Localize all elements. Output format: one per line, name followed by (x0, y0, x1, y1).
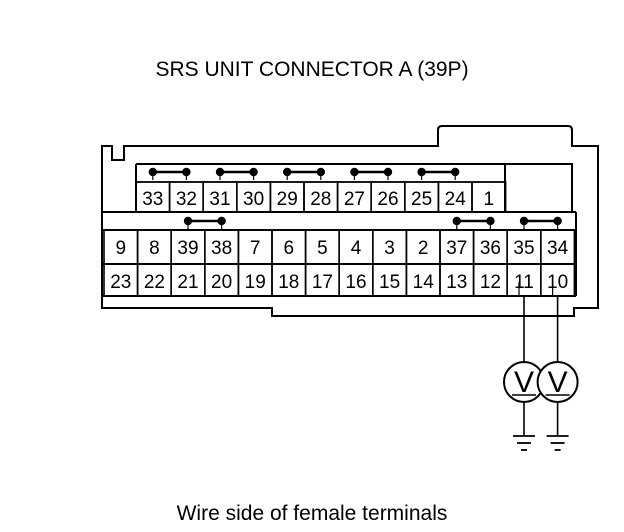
terminal-label-36: 36 (480, 238, 501, 259)
terminal-label-4: 4 (351, 238, 362, 259)
terminal-label-19: 19 (245, 272, 266, 293)
terminal-label-34: 34 (547, 238, 569, 259)
terminal-label-17: 17 (312, 272, 333, 293)
terminal-label-1: 1 (484, 189, 495, 210)
terminal-label-30: 30 (243, 189, 264, 210)
terminal-label-32: 32 (176, 189, 197, 210)
terminal-label-22: 22 (144, 272, 165, 293)
terminal-label-26: 26 (377, 189, 398, 210)
terminal-label-3: 3 (384, 238, 395, 259)
terminal-label-28: 28 (310, 189, 331, 210)
terminal-label-24: 24 (445, 189, 467, 210)
terminal-label-38: 38 (211, 238, 232, 259)
voltmeter-symbol: V (548, 366, 568, 399)
terminal-label-18: 18 (278, 272, 299, 293)
terminal-label-6: 6 (284, 238, 295, 259)
terminal-label-29: 29 (277, 189, 298, 210)
terminal-label-14: 14 (413, 272, 435, 293)
diagram-caption: Wire side of female terminals (176, 502, 448, 525)
terminal-label-35: 35 (513, 238, 534, 259)
terminal-label-27: 27 (344, 189, 365, 210)
terminal-label-5: 5 (317, 238, 328, 259)
terminal-label-8: 8 (149, 238, 160, 259)
terminal-label-11: 11 (514, 272, 534, 293)
terminal-label-13: 13 (446, 272, 467, 293)
terminal-label-21: 21 (177, 272, 198, 293)
terminal-label-20: 20 (211, 272, 232, 293)
terminal-label-9: 9 (116, 238, 127, 259)
terminal-label-12: 12 (480, 272, 501, 293)
terminal-label-31: 31 (209, 189, 230, 210)
diagram-title: SRS UNIT CONNECTOR A (39P) (155, 58, 469, 81)
shorting-bars (148, 167, 562, 229)
terminal-label-23: 23 (110, 272, 131, 293)
terminal-label-16: 16 (345, 272, 366, 293)
terminal-label-2: 2 (418, 238, 429, 259)
terminal-label-15: 15 (379, 272, 400, 293)
terminal-label-39: 39 (177, 238, 198, 259)
terminal-label-33: 33 (142, 189, 163, 210)
terminal-label-37: 37 (446, 238, 467, 259)
terminal-label-10: 10 (547, 272, 568, 293)
terminal-label-7: 7 (250, 238, 261, 259)
terminal-label-25: 25 (411, 189, 432, 210)
voltmeter-symbol: V (514, 366, 534, 399)
